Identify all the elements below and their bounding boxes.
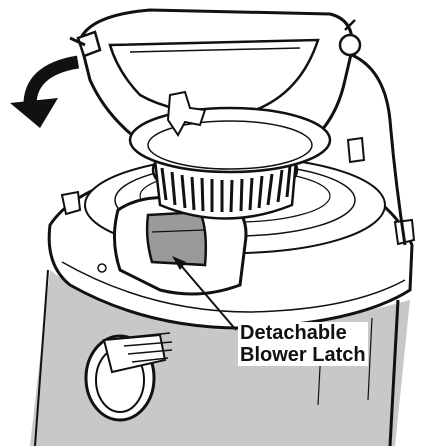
open-direction-arrow-icon [10, 36, 86, 128]
top-housing [76, 8, 366, 174]
callout-leader-line [172, 256, 237, 331]
callout-line-2: Blower Latch [240, 344, 366, 366]
callout-label: Detachable Blower Latch [238, 322, 368, 366]
hose-inlet-port [84, 332, 173, 422]
power-cord [351, 53, 407, 246]
callout-line-1: Detachable [240, 322, 347, 344]
blower-latch [113, 196, 248, 296]
